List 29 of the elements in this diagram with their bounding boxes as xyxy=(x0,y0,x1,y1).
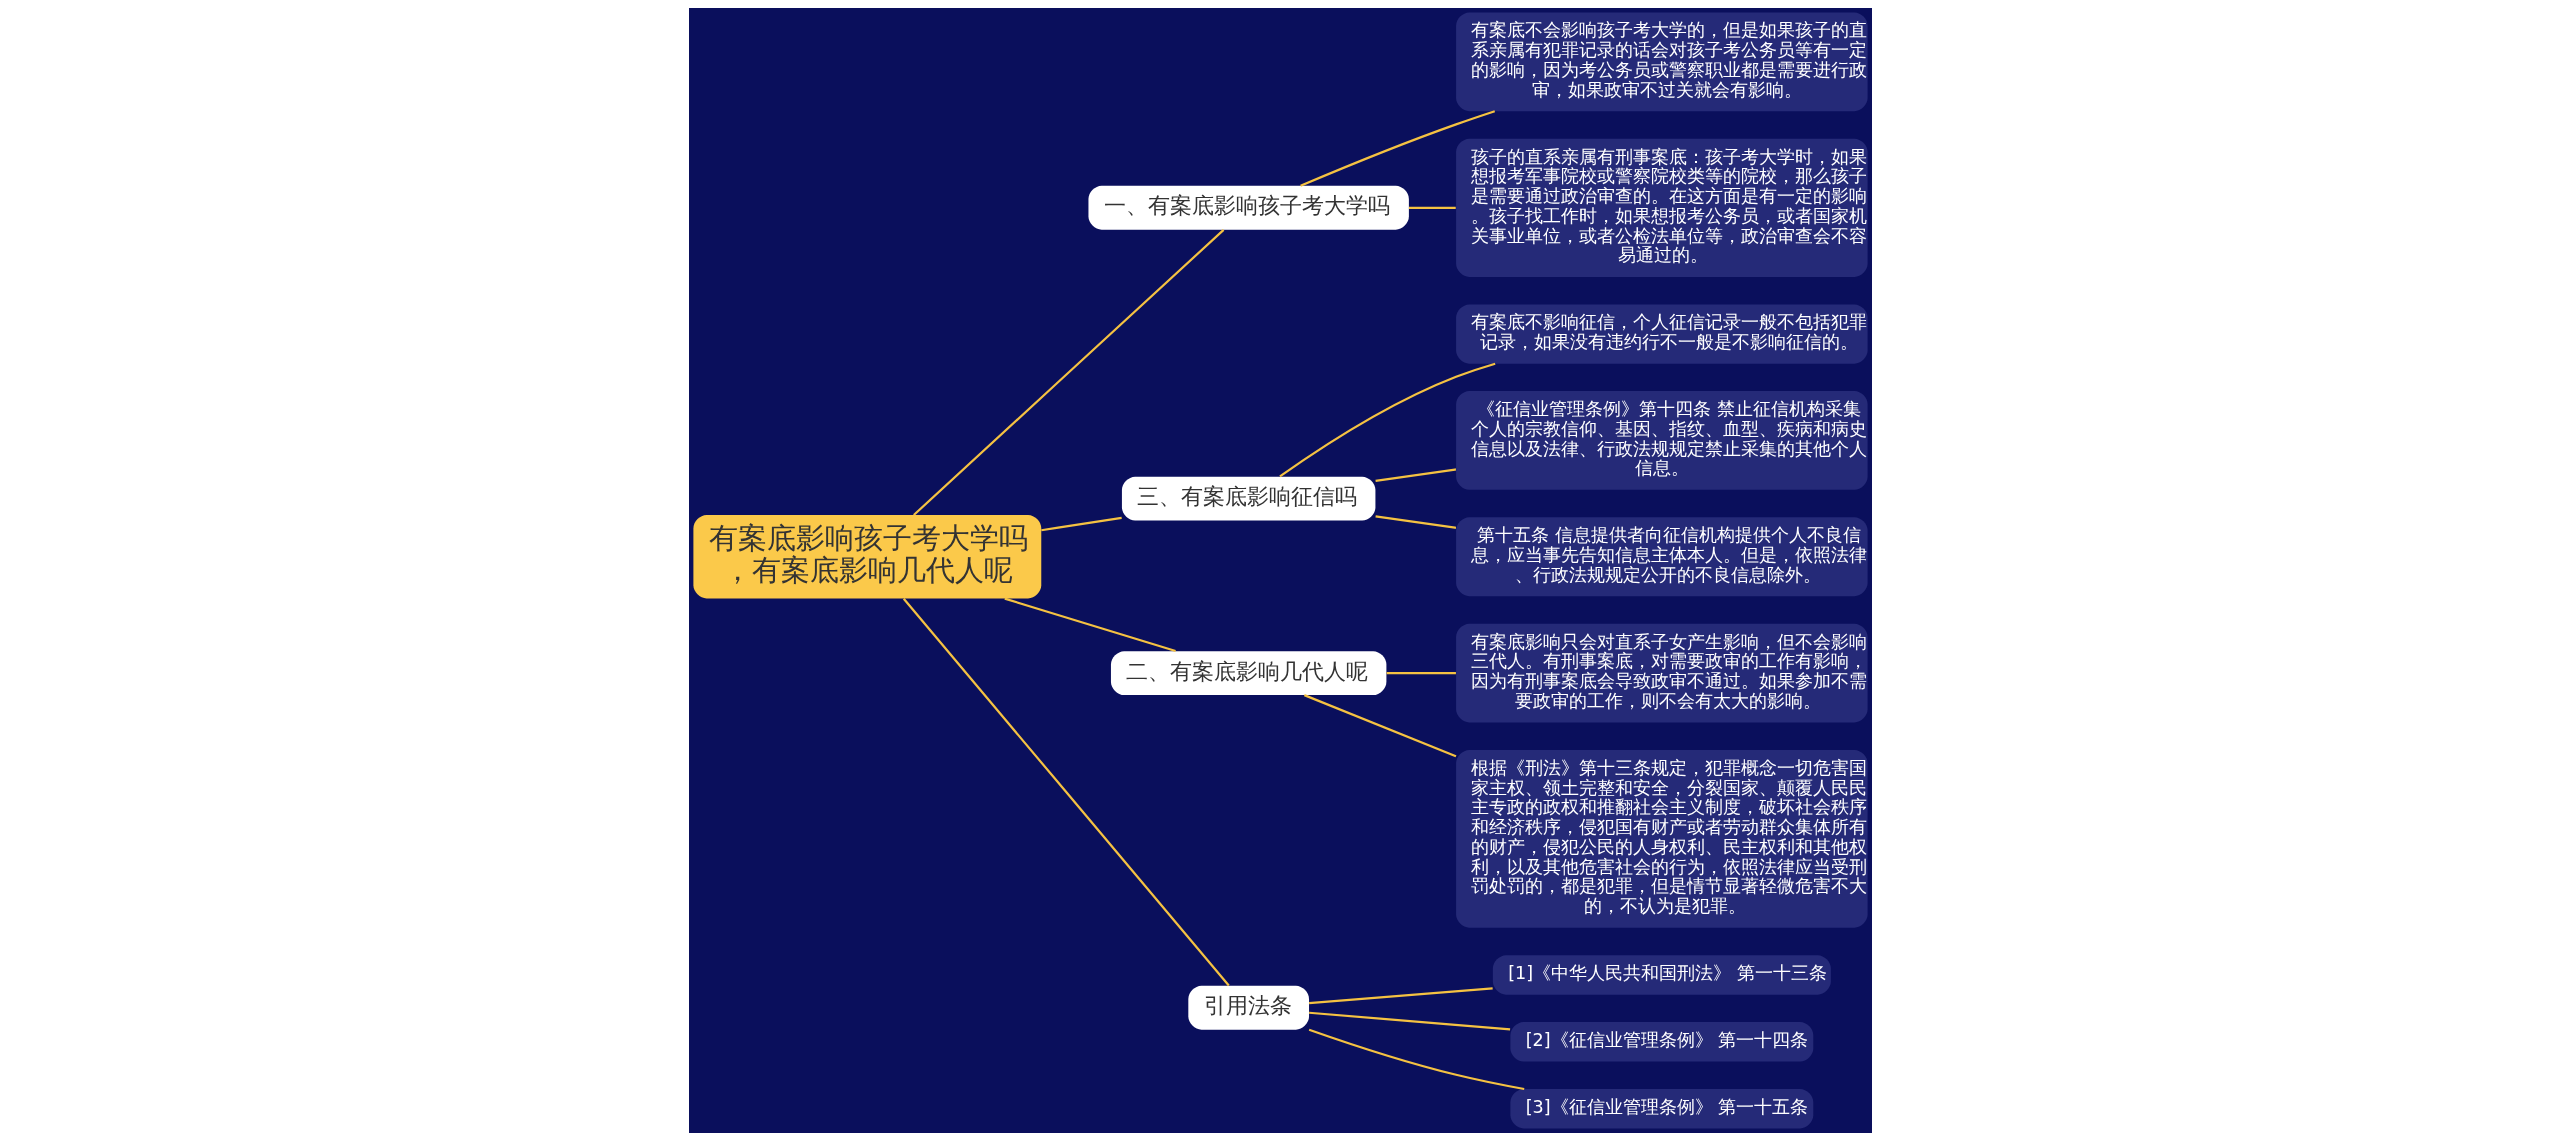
connector xyxy=(1374,515,1456,529)
node-box: 《征信业管理条例》第十四条 禁止征信机构采集个人的宗教信仰、基因、指纹、血型、疾病和病史信息以及法律、行政法规规定禁止采集的其他个人信息。 xyxy=(1455,391,1868,490)
connector xyxy=(902,598,1230,987)
connector xyxy=(1386,672,1456,675)
connector xyxy=(1040,516,1122,532)
connector xyxy=(1278,362,1495,478)
connector xyxy=(1374,468,1456,482)
node-box: 第十五条 信息提供者向征信机构提供个人不良信息，应当事先告知信息主体本人。但是，依照法律、行政法规规定公开的不良信息除外。 xyxy=(1455,517,1868,597)
node-box: 孩子的直系亲属有刑事案底：孩子考大学时，如果想报考军事院校或警察院校类等的院校，那么孩子是需要通过政治审查的。在这方面是有一定的影响。孩子找工作时，如果想报考公务员，或者国家机关事业单位，或者公检法单位等，政治审查会不容易通过的。 xyxy=(1455,138,1868,277)
connector xyxy=(1308,1028,1524,1091)
node-box: 三、有案底影响征信吗 xyxy=(1121,476,1375,521)
node-box: 一、有案底影响孩子考大学吗 xyxy=(1087,185,1409,230)
connector xyxy=(1299,110,1495,187)
node-box: 有案底影响孩子考大学吗，有案底影响几代人呢 xyxy=(692,515,1041,599)
connector xyxy=(1308,987,1493,1005)
connector xyxy=(1303,694,1456,758)
node-box: 有案底影响只会对直系子女产生影响，但不会影响三代人。有刑事案底，对需要政审的工作有影响，因为有刑事案底会导致政审不通过。如果参加不需要政审的工作，则不会有太大的影响。 xyxy=(1455,623,1868,723)
node-box: [2]《征信业管理条例》 第一十四条 xyxy=(1509,1022,1813,1062)
node-box: 有案底不会影响孩子考大学的，但是如果孩子的直系亲属有犯罪记录的话会对孩子考公务员等有一定的影响，因为考公务员或警察职业都是需要进行政审，如果政审不过关就会有影响。 xyxy=(1455,12,1868,112)
connector xyxy=(1003,597,1176,653)
node-box: 有案底不影响征信，个人征信记录一般不包括犯罪记录，如果没有违约行不一般是不影响征信的。 xyxy=(1455,304,1868,364)
node-box: 二、有案底影响几代人呢 xyxy=(1110,651,1386,696)
node-box: [3]《征信业管理条例》 第一十五条 xyxy=(1509,1089,1813,1129)
node-box: 引用法条 xyxy=(1187,985,1309,1030)
connector xyxy=(1408,206,1456,209)
connector xyxy=(912,229,1224,516)
node-box: [1]《中华人民共和国刑法》 第一十三条 xyxy=(1492,955,1831,995)
connector xyxy=(1308,1011,1510,1031)
node-box: 根据《刑法》第十三条规定，犯罪概念一切危害国家主权、领土完整和安全，分裂国家、颠覆人民民主专政的政权和推翻社会主义制度，破坏社会秩序和经济秩序，侵犯国有财产或者劳动群众集体所有的财产，侵犯公民的人身权利、民主权利和其他权利，以及其他危害社会的行为，依照法律应当受刑罚处罚的，都是犯罪，但是情节显著轻微危害不大的，不认为是犯罪。 xyxy=(1455,749,1868,928)
